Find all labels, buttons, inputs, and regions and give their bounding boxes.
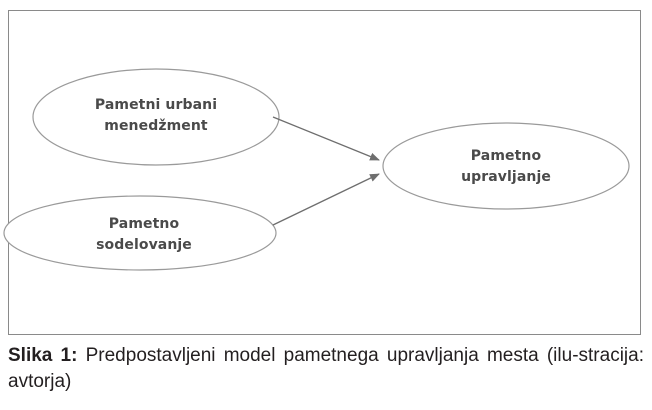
figure-frame xyxy=(8,10,641,335)
node-label-line: Pametno xyxy=(108,216,180,232)
node-pametno-upravljanje xyxy=(382,122,630,210)
edge-sodelovanje-to-upravljanje xyxy=(272,173,380,226)
node-label-line: menedžment xyxy=(104,118,208,134)
diagram-canvas xyxy=(3,68,630,271)
figure-caption: Slika 1: Predpostavljeni model pametnega… xyxy=(8,343,644,395)
node-label-line: Pametni urbani xyxy=(94,97,218,113)
node-pametno-sodelovanje xyxy=(3,195,277,271)
node-label-line: Pametno xyxy=(470,148,542,164)
node-label-pametno-sodelovanje: Pametno sodelovanje xyxy=(16,214,272,256)
node-pametni-urbani-menedzment xyxy=(32,68,280,166)
node-label-line: sodelovanje xyxy=(96,237,192,253)
node-label-line: upravljanje xyxy=(461,169,551,185)
caption-label: Slika 1: xyxy=(8,345,78,366)
node-label-pametni-urbani-menedzment: Pametni urbani menedžment xyxy=(36,95,276,137)
edge-urban-to-upravljanje xyxy=(272,116,380,161)
node-label-pametno-upravljanje: Pametno upravljanje xyxy=(386,146,626,188)
caption-text: Predpostavljeni model pametnega upravlja… xyxy=(8,345,644,392)
